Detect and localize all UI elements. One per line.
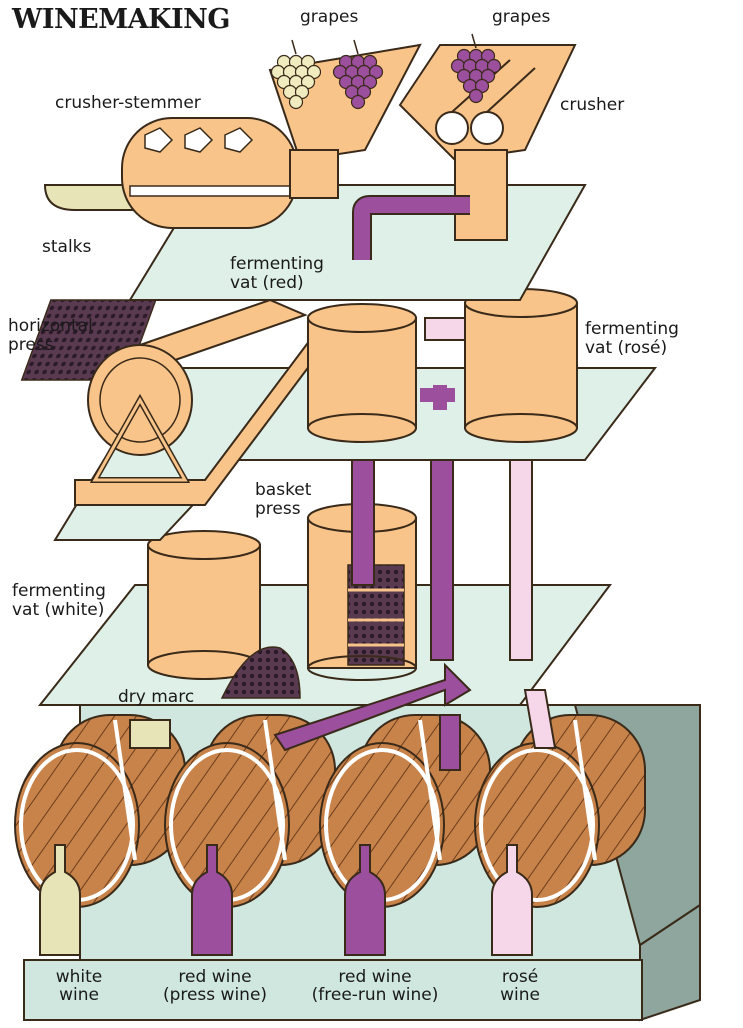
label-grapes-right: grapes [492, 7, 551, 27]
crusher [398, 44, 577, 241]
pipe-red-from-crusher [352, 195, 470, 260]
barrel [164, 714, 336, 908]
label-fermenting-vat-rose: fermenting vat (rosé) [585, 319, 679, 358]
pipe-red-press [351, 459, 375, 586]
label-crusher: crusher [560, 95, 625, 115]
pipe-white [129, 719, 171, 749]
crusher-stemmer [43, 43, 422, 229]
grapes-red-cluster-right [450, 33, 502, 104]
pipe-rose [509, 459, 557, 749]
wine-bottle [344, 844, 386, 956]
fermenting-vat-red [307, 303, 417, 443]
label-basket-press: basket press [255, 480, 312, 519]
label-grapes-left: grapes [300, 7, 359, 27]
fermenting-vat-rose [464, 288, 578, 443]
pipe-red-freerun [430, 459, 454, 661]
dry-marc-pile [220, 646, 301, 699]
bottom-label-red-press-wine: red wine (press wine) [162, 967, 268, 1005]
label-horizontal-press: horizontal press [8, 316, 93, 355]
bottles [39, 844, 533, 956]
wine-bottle [191, 844, 233, 956]
bottom-label-rose-wine: rosé wine [500, 967, 540, 1005]
fermenting-vat-white [147, 530, 261, 680]
label-stalks: stalks [42, 237, 92, 257]
diagram-title: WINEMAKING [12, 4, 230, 35]
label-fermenting-vat-white: fermenting vat (white) [12, 581, 106, 620]
wine-bottle [39, 844, 81, 956]
bottom-label-white-wine: white wine [55, 967, 103, 1005]
pipe-rose-red-vats [420, 317, 466, 410]
grapes-white-cluster [270, 39, 322, 110]
bottom-label-red-free-run-wine: red wine (free-run wine) [311, 967, 439, 1005]
wine-bottle [491, 844, 533, 956]
horizontal-press [20, 298, 311, 506]
label-crusher-stemmer: crusher-stemmer [55, 93, 201, 113]
label-dry-marc: dry marc [118, 687, 195, 707]
label-fermenting-vat-red: fermenting vat (red) [230, 254, 324, 293]
pipe-red-to-barrels [273, 662, 472, 771]
grapes-red-cluster-left [332, 39, 384, 110]
basket-press [307, 503, 417, 681]
